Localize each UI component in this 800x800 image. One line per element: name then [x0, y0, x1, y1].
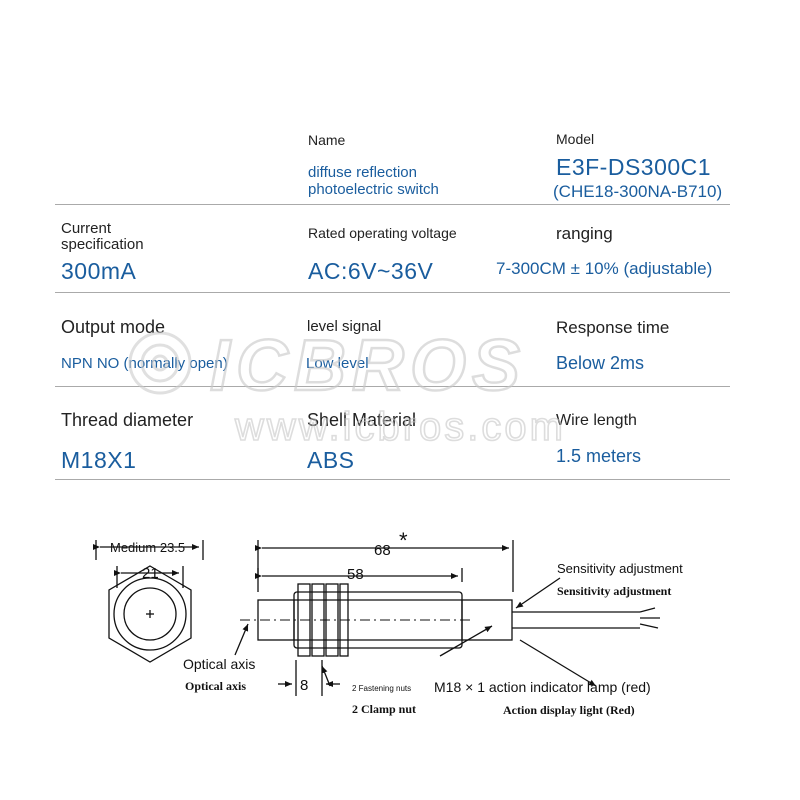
model-label: Model [556, 131, 595, 147]
side-view [234, 540, 660, 696]
output-value: NPN NO (normally open) [61, 355, 228, 372]
row-divider-4 [55, 479, 730, 480]
wire-label: Wire length [556, 412, 637, 429]
dim-8-label: 8 [300, 677, 308, 694]
optical-axis-label-secondary: Optical axis [185, 679, 246, 693]
voltage-label: Rated operating voltage [308, 225, 457, 241]
response-value: Below 2ms [556, 353, 645, 373]
dim-21-label: 21 [142, 565, 159, 582]
name-value-line2: photoelectric switch [308, 181, 439, 198]
row-divider-3 [55, 386, 730, 387]
clamp-nut-label: 2 Clamp nut [352, 702, 416, 716]
sensitivity-label: Sensitivity adjustment [557, 561, 683, 576]
hex-nut-outline [108, 565, 192, 663]
thread-label: Thread diameter [61, 410, 194, 430]
output-label: Output mode [61, 317, 166, 337]
shell-value: ABS [307, 447, 355, 473]
level-value: Low level [306, 355, 369, 372]
optical-axis-label: Optical axis [183, 656, 255, 672]
fastening-nuts-label: 2 Fastening nuts [352, 684, 411, 693]
current-label-line2: specification [61, 236, 144, 253]
medium-dim-label: Medium 23.5 [110, 540, 185, 555]
dimension-drawing: Medium 23.5 21 [93, 528, 683, 717]
sensitivity-label-secondary: Sensitivity adjustment [557, 584, 671, 598]
wire-value: 1.5 meters [556, 446, 642, 466]
current-value: 300mA [61, 258, 137, 284]
row-divider-1 [55, 204, 730, 205]
name-value-line1: diffuse reflection [308, 164, 417, 181]
shell-label: Shell Material [307, 410, 417, 430]
dim-68-label: 68 [374, 542, 391, 559]
level-label: level signal [307, 318, 382, 335]
current-label-line1: Current [61, 220, 112, 237]
indicator-lamp-label: M18 × 1 action indicator lamp (red) [434, 679, 651, 695]
model-sub: (CHE18-300NA-B710) [553, 182, 723, 201]
thread-value: M18X1 [61, 447, 137, 473]
ranging-label: ranging [556, 224, 613, 243]
front-view [93, 540, 204, 663]
dim-58-label: 58 [347, 566, 364, 583]
row-divider-2 [55, 292, 730, 293]
indicator-lamp-label-secondary: Action display light (Red) [503, 703, 635, 717]
model-value: E3F-DS300C1 [556, 154, 712, 180]
asterisk-mark: * [399, 528, 408, 553]
voltage-value: AC:6V~36V [308, 258, 434, 284]
response-label: Response time [556, 318, 670, 337]
ranging-value: 7-300CM ± 10% (adjustable) [496, 259, 713, 278]
name-label: Name [308, 132, 346, 148]
